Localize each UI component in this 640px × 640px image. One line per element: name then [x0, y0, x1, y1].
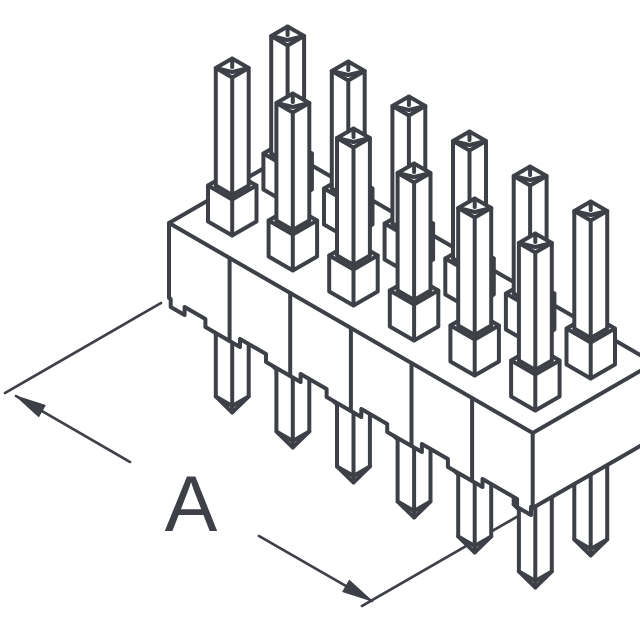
top-pins-front-row: [206, 56, 562, 413]
dimension-label-a: A: [165, 459, 218, 548]
dimension-arrow-lines: [14, 394, 374, 603]
dimension-extension-lines: [3, 301, 529, 608]
